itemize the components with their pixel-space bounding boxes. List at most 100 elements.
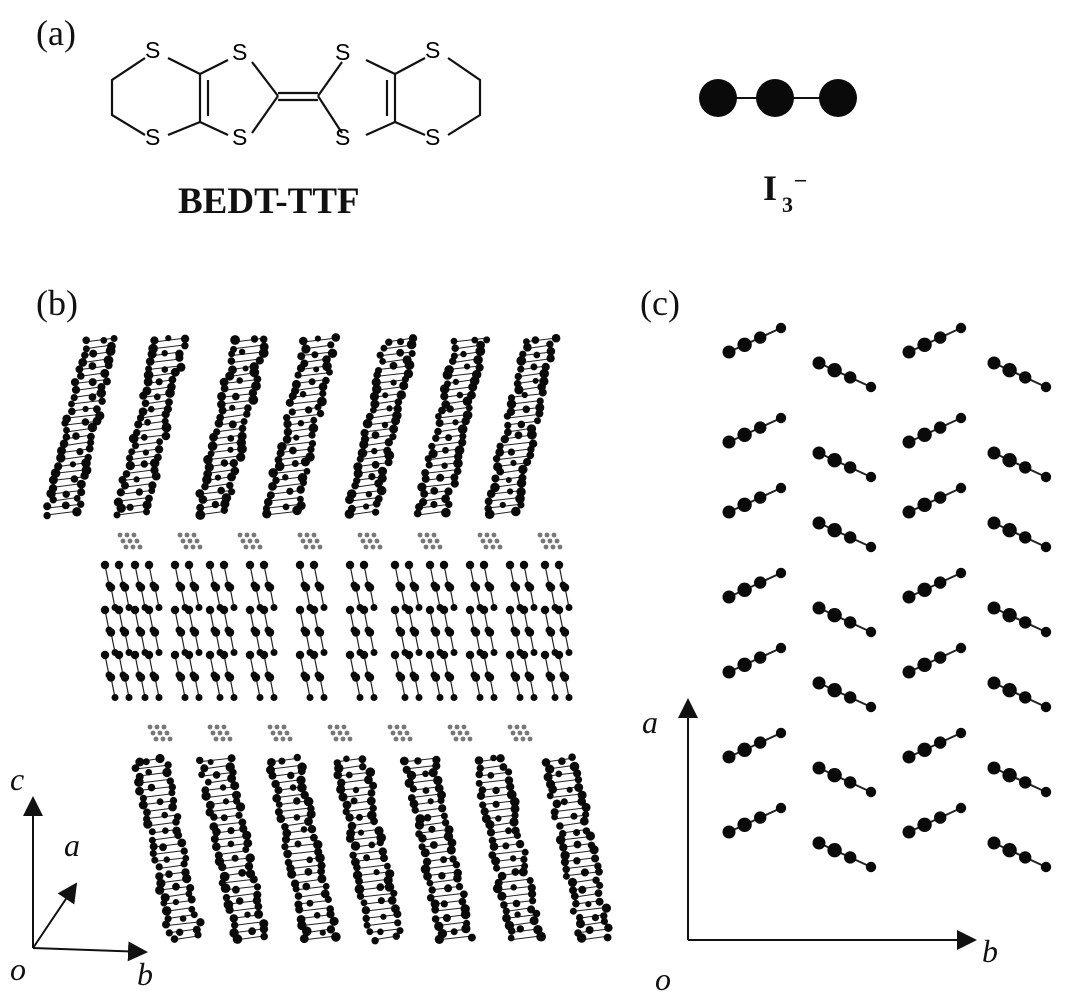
atom [384,862,391,870]
atom [415,604,423,611]
atom [155,863,163,871]
atom [368,473,376,481]
atom [827,453,842,468]
atom [507,448,515,456]
atom [827,768,842,783]
atom [462,396,473,407]
atom [356,813,363,821]
atom [153,393,161,401]
atom [326,925,336,934]
atom [181,694,189,701]
atom [497,891,507,901]
atom [194,538,200,544]
atom [430,500,438,509]
atom [302,882,311,891]
atom [282,828,292,838]
atom [917,742,932,757]
atom [520,855,528,864]
atom [229,404,236,411]
atom [507,724,513,730]
atom [106,628,116,637]
atom [442,370,453,380]
atom [160,899,168,907]
atom [514,431,523,440]
atom [347,821,357,831]
atom [533,351,541,359]
atom [194,931,202,939]
atom [137,544,143,550]
atom [373,371,381,379]
atom [307,538,313,544]
atom [431,628,441,637]
atom [390,889,398,897]
panel-c-label: (c) [640,283,680,323]
atom [256,694,264,701]
atom [87,439,95,447]
atom [165,335,172,342]
atom [934,811,947,824]
atom [50,468,61,478]
atom [382,392,389,399]
atom [161,350,168,357]
atom [184,650,194,660]
atom [301,628,311,637]
atom [415,649,423,656]
atom [515,839,525,849]
atom [458,438,467,447]
atom [1002,453,1017,468]
atom [182,874,192,884]
atom [350,797,358,805]
bond [152,850,185,855]
atom [507,394,516,402]
atom [434,934,444,945]
atom [272,793,282,803]
atom [722,825,736,839]
atom [461,924,471,934]
atom [468,382,478,392]
atom [560,628,570,637]
atom [359,763,367,771]
atom [150,673,160,682]
atom [902,345,916,359]
atom [554,538,560,544]
atom [376,839,384,847]
atom [207,441,218,451]
atom [177,532,183,538]
atom [71,385,81,394]
atom [546,340,554,348]
atom [521,848,529,856]
atom [547,538,553,544]
atom [130,605,140,615]
atom [195,649,203,656]
atom [155,872,164,881]
atom [513,736,519,742]
atom [572,899,580,908]
atom [471,628,481,637]
atom [287,869,297,879]
atom [185,890,193,898]
atom [516,694,524,701]
atom [275,801,283,808]
atom [396,348,405,357]
atom [365,628,375,637]
atom [560,673,570,682]
atom [155,378,163,386]
atom [249,367,260,378]
atom [376,485,387,496]
atom [530,363,538,371]
atom [391,416,401,426]
atom [387,724,393,730]
atom [370,649,378,656]
atom [148,481,157,490]
atom [371,447,378,455]
atom [384,450,395,461]
atom [130,560,140,570]
atom [445,500,453,509]
atom [282,474,289,481]
atom [396,390,406,400]
atom [546,354,555,363]
atom [322,882,330,890]
atom [147,349,157,359]
atom [477,532,483,538]
atom [372,508,380,516]
